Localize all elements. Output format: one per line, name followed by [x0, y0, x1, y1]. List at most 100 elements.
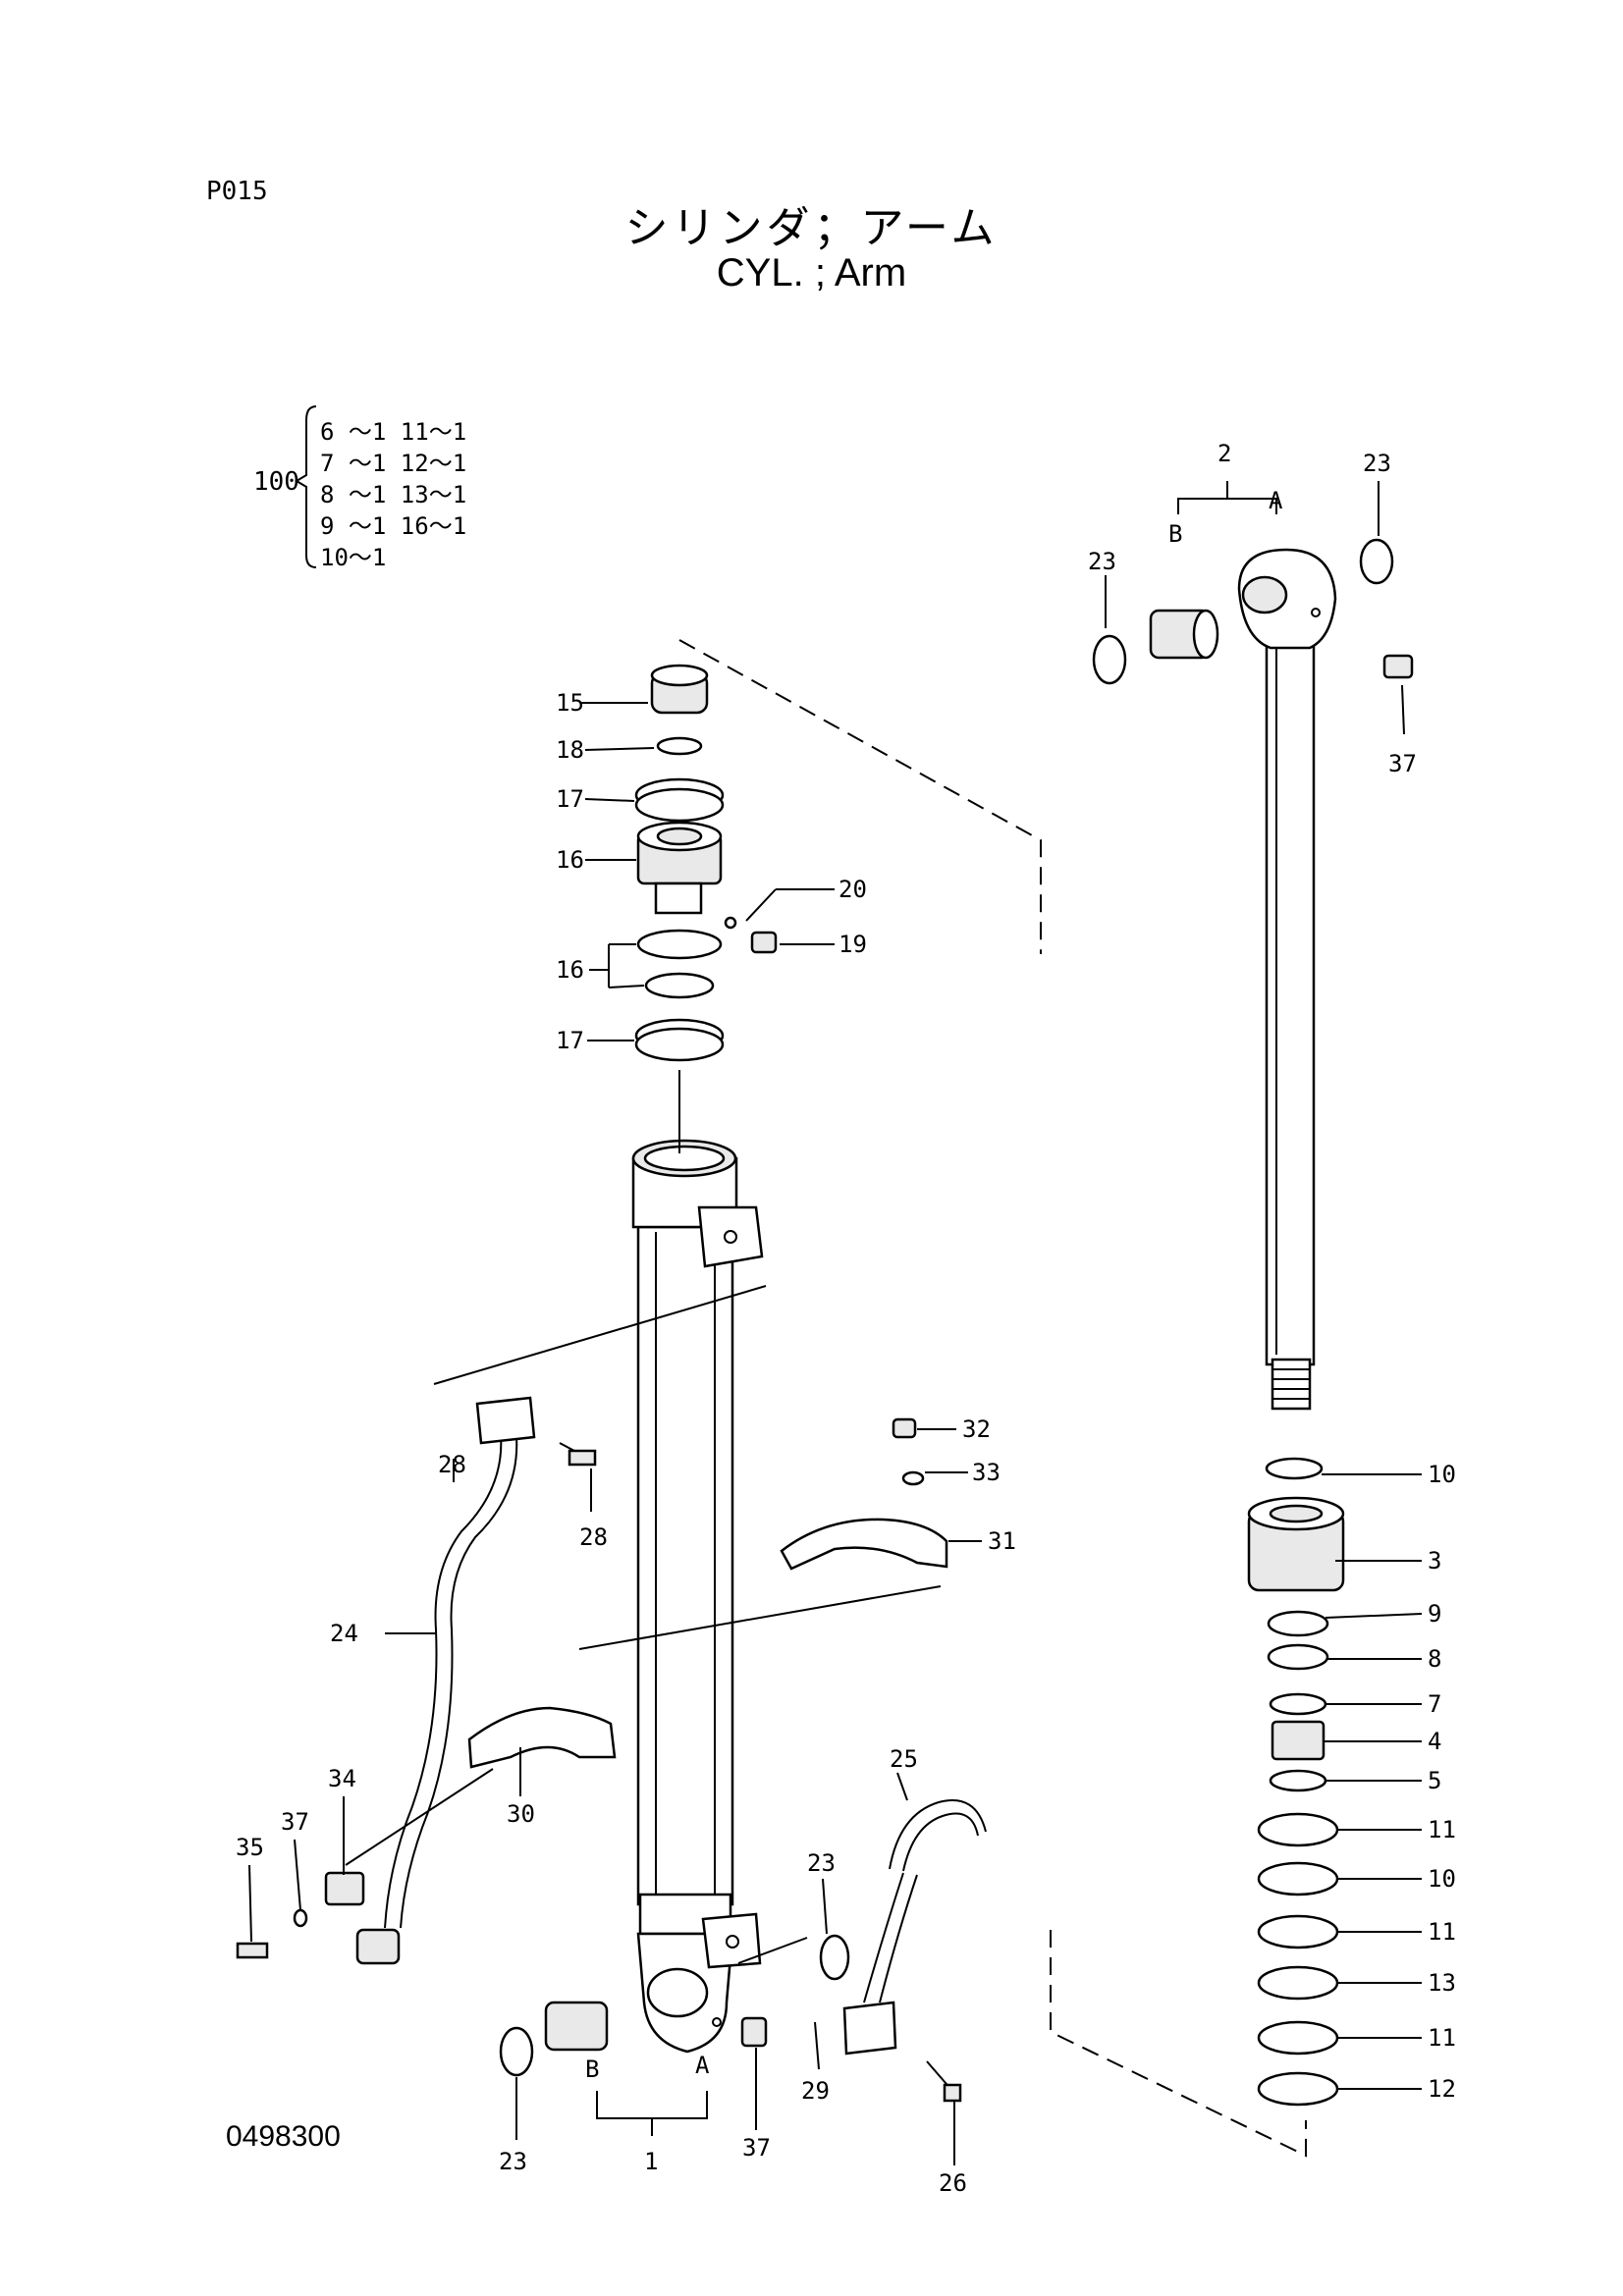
- kit-line: 6 ～1 11～1: [320, 418, 467, 446]
- callout-26: 26: [939, 2169, 967, 2197]
- callout-13: 13: [1428, 1969, 1456, 1997]
- seal-23-pipe: [819, 1934, 850, 1981]
- ring-11-a: [1257, 1812, 1339, 1847]
- callout-11: 11: [1428, 1816, 1456, 1843]
- block-33: [324, 1871, 365, 1906]
- kit-number: 100: [253, 467, 299, 497]
- callout-11: 11: [1428, 2024, 1456, 2052]
- callout-18: 18: [556, 736, 584, 764]
- seal-23-right: [1359, 538, 1394, 585]
- seal-23-left: [1092, 634, 1127, 685]
- bolt-31: [892, 1417, 917, 1439]
- ring-7: [1267, 1643, 1329, 1671]
- piping: [355, 1396, 987, 2103]
- ring-18: [656, 736, 703, 756]
- kit-line: 10～1: [320, 544, 387, 571]
- callout-37: 37: [1388, 750, 1417, 777]
- callout-31: 32: [962, 1415, 991, 1443]
- callout-6: 7: [1428, 1690, 1441, 1718]
- bushing-4: [1271, 1720, 1325, 1761]
- callout-16: 16: [556, 956, 584, 984]
- cylinder-head-parts: [634, 664, 778, 1153]
- clamp-30: [780, 1518, 948, 1571]
- ring-10: [1257, 1861, 1339, 1896]
- ring-5: [1269, 1769, 1327, 1792]
- callout-25: 25: [890, 1745, 918, 1773]
- title-english: CYL. ; Arm: [716, 251, 907, 294]
- kit-line: 7 ～1 12～1: [320, 450, 467, 477]
- callout-17: 17: [556, 1027, 584, 1054]
- callout-11: 11: [1428, 1918, 1456, 1946]
- callout-30: 31: [988, 1527, 1016, 1555]
- bolt-26: [943, 2083, 962, 2103]
- callout-28: 28: [438, 1451, 466, 1478]
- washer-32: [901, 1470, 925, 1486]
- document-number: 0498300: [226, 2120, 341, 2153]
- kit-line: 8 ～1 13～1: [320, 481, 467, 508]
- kit-line: 9 ～1 16～1: [320, 512, 467, 540]
- callout-8: 9: [1428, 1600, 1441, 1628]
- label-a: A: [1269, 487, 1283, 514]
- callout-28: 29: [801, 2077, 830, 2105]
- callout-4: 4: [1428, 1728, 1441, 1755]
- callout-32: 33: [972, 1459, 1001, 1486]
- piston-stack: [1247, 1457, 1345, 2107]
- ring-13: [1257, 1965, 1339, 2001]
- label-b: B: [1168, 520, 1182, 548]
- fitting-37-rod: [1382, 654, 1414, 679]
- seal-16-b: [644, 972, 715, 999]
- callout-15: 16: [556, 846, 584, 874]
- bushing-1b: [544, 2001, 609, 2052]
- plug-19: [750, 931, 778, 954]
- callout-24: 24: [330, 1620, 358, 1647]
- callout-12: 12: [1428, 2075, 1456, 2103]
- block-28: [475, 1396, 536, 1445]
- washer-35: [293, 1908, 308, 1928]
- ring-9: [1265, 1457, 1324, 1480]
- callout-10: 10: [1428, 1865, 1456, 1893]
- bolt-34: [236, 1942, 269, 1959]
- callout-27: 28: [579, 1523, 608, 1551]
- callout-14: 15: [556, 689, 584, 717]
- callout-9: 10: [1428, 1461, 1456, 1488]
- callout-20: 20: [839, 876, 867, 903]
- callout-23: 23: [499, 2148, 527, 2175]
- leader-lines: [248, 481, 1423, 2165]
- callout-33: 34: [328, 1765, 356, 1792]
- label-b-lower: B: [585, 2056, 599, 2083]
- callout-3: 3: [1428, 1547, 1441, 1575]
- callout-19: 19: [839, 931, 867, 958]
- cylinder-tube: [631, 1139, 764, 2054]
- ring-11-c: [1257, 2020, 1339, 2056]
- ring-17-lower: [634, 1027, 725, 1062]
- callout-34: 35: [236, 1834, 264, 1861]
- ball-20: [724, 916, 737, 930]
- bolt-27: [568, 1449, 597, 1467]
- clamps: [236, 1417, 948, 2077]
- callout-23: 23: [1088, 548, 1116, 575]
- ring-11-b: [1257, 1914, 1339, 1949]
- callout-5: 5: [1428, 1767, 1441, 1794]
- ring-8: [1267, 1610, 1329, 1637]
- callout-numbers: 15 18 17 16 20 19 16 17 2 B A 23 23 37 1…: [236, 440, 1456, 2197]
- callout-37: 37: [742, 2134, 771, 2162]
- callout-1: 1: [644, 2148, 658, 2175]
- piston-rod: [1092, 538, 1414, 1411]
- clamp-29: [467, 1706, 617, 1769]
- callout-23: 23: [807, 1849, 836, 1877]
- rod-eye: [1237, 548, 1337, 650]
- ring-17-upper: [634, 787, 725, 823]
- fitting-37-tube: [740, 2016, 768, 2048]
- callout-29: 30: [507, 1800, 535, 1828]
- page-code: P015: [206, 177, 268, 206]
- fitting-24: [355, 1928, 401, 1965]
- kit-brace: [295, 405, 317, 568]
- title-japanese: シリンダ；アーム: [624, 203, 999, 253]
- block-25: [842, 2001, 897, 2056]
- seal-23-bottom: [499, 2026, 534, 2077]
- callout-23: 23: [1363, 450, 1391, 477]
- ring-6: [1269, 1692, 1327, 1716]
- label-a-lower: A: [695, 2052, 710, 2079]
